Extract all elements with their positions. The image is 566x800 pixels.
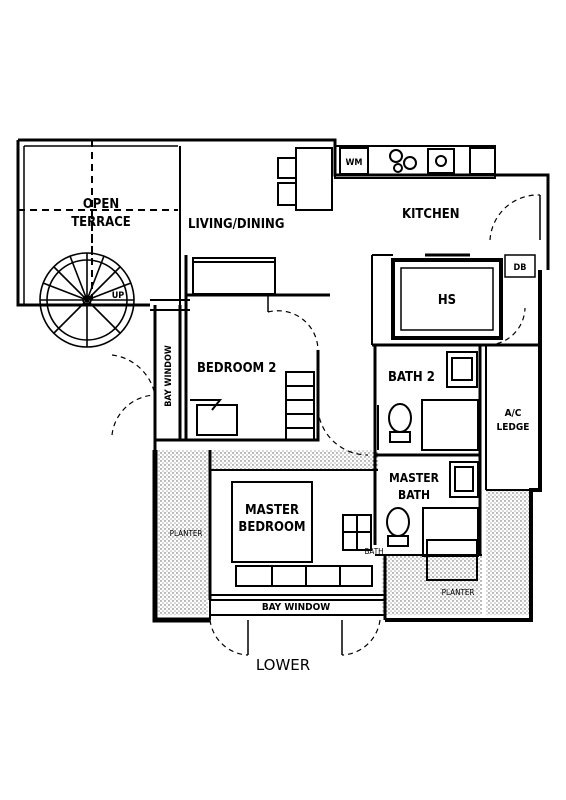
master-bath-label-2: BATH — [398, 488, 430, 502]
planter-left-label: PLANTER — [170, 529, 203, 538]
master-bedroom-furniture — [231, 481, 373, 587]
bath-2-label: BATH 2 — [388, 370, 435, 385]
master-bath-label-1: MASTER — [389, 471, 440, 485]
master-bedroom-label-2: BEDROOM — [238, 520, 305, 535]
dashed-lines — [18, 140, 178, 300]
master-bath-fixtures — [386, 461, 479, 581]
up-label: UP — [112, 291, 125, 301]
bath-2-fixtures — [377, 351, 479, 451]
planter-right-label: PLANTER — [442, 588, 475, 597]
living-furniture — [190, 257, 315, 441]
spiral-staircase — [39, 252, 135, 348]
open-terrace-label-1: OPEN — [83, 197, 119, 212]
master-bedroom-label-1: MASTER — [245, 503, 299, 518]
floor-caption: LOWER — [255, 656, 311, 674]
hs-label: HS — [438, 293, 456, 308]
door-leaves — [247, 195, 541, 655]
wm-label: WM — [346, 158, 363, 168]
bath-small-label: BATH — [364, 547, 383, 556]
open-terrace-label-2: TERRACE — [71, 215, 131, 230]
fixture-labels: WM DB UP BAY WINDOW BAY WINDOW PLANTER P… — [112, 158, 527, 613]
interior-walls — [179, 146, 540, 620]
kitchen-label: KITCHEN — [402, 207, 460, 222]
door-swings — [111, 194, 541, 656]
ac-ledge-label-2: LEDGE — [497, 422, 530, 433]
bay-window-bottom-label: BAY WINDOW — [262, 602, 330, 613]
living-dining-label: LIVING/DINING — [188, 217, 284, 232]
bay-window-side-label: BAY WINDOW — [164, 345, 174, 407]
household-shelter — [391, 253, 536, 340]
kitchen-counter — [277, 145, 496, 211]
room-labels: OPEN TERRACE LIVING/DINING KITCHEN HS BE… — [71, 197, 529, 535]
db-label: DB — [514, 263, 527, 273]
planter-areas — [158, 450, 531, 615]
bedroom-2-label: BEDROOM 2 — [197, 361, 276, 376]
ac-ledge-label-1: A/C — [505, 408, 522, 419]
